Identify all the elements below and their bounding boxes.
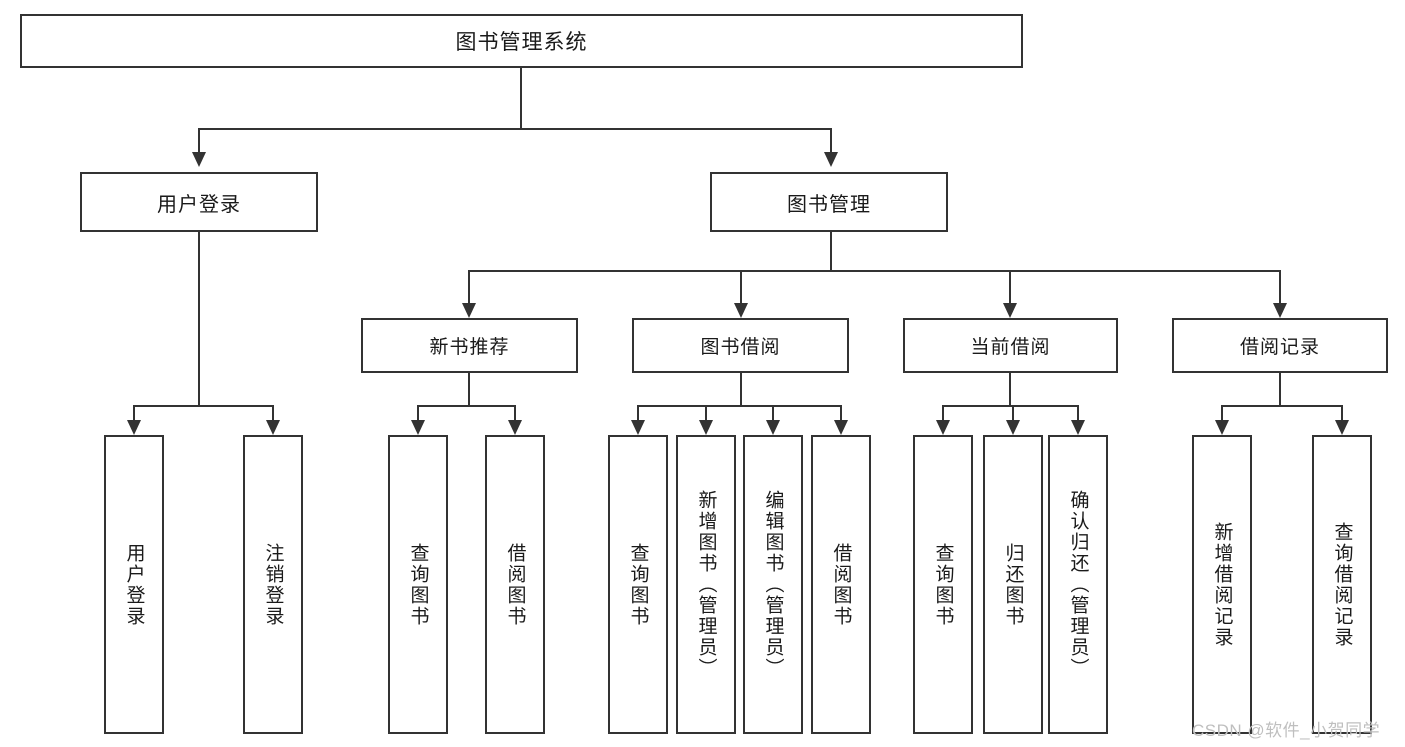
arrow-new-books-leaf-2 — [508, 420, 522, 435]
edge-book-borrow-drop-3 — [772, 405, 774, 420]
edge-book-borrow-stem — [740, 373, 742, 405]
node-borrow-records-label: 借阅记录 — [1239, 337, 1320, 358]
edge-new-books-bus — [417, 405, 515, 407]
edge-current-borrow-drop-2 — [1012, 405, 1014, 420]
edge-user-login-drop-2 — [272, 405, 274, 420]
arrow-book-borrow-leaf-4 — [834, 420, 848, 435]
arrow-root-to-book-manage — [824, 152, 838, 167]
arrow-book-borrow-leaf-1 — [631, 420, 645, 435]
csdn-watermark: CSDN @软件_小贺同学 — [1192, 721, 1381, 740]
arrow-bm-to-new-books — [462, 303, 476, 318]
leaf-node[interactable]: 查询图书 — [913, 435, 973, 734]
arrow-borrow-records-leaf-1 — [1215, 420, 1229, 435]
node-new-book-recommend-label: 新书推荐 — [429, 337, 510, 358]
edge-book-management-stem — [830, 232, 832, 270]
node-book-management-label: 图书管理 — [787, 193, 871, 216]
arrow-new-books-leaf-1 — [411, 420, 425, 435]
edge-current-borrow-drop-3 — [1077, 405, 1079, 420]
node-user-login[interactable]: 用户登录 — [80, 172, 318, 232]
arrow-bm-to-records — [1273, 303, 1287, 318]
node-new-book-recommend[interactable]: 新书推荐 — [361, 318, 578, 373]
arrow-bm-to-borrow — [734, 303, 748, 318]
leaf-node-label: 查询图书 — [627, 542, 649, 627]
leaf-node[interactable]: 新增图书（管理员） — [676, 435, 736, 734]
arrow-user-login-leaf-2 — [266, 420, 280, 435]
leaf-node[interactable]: 查询图书 — [608, 435, 668, 734]
edge-new-books-stem — [468, 373, 470, 405]
edge-bm-drop-records — [1279, 270, 1281, 303]
leaf-node-label: 借阅图书 — [830, 542, 852, 627]
leaf-node-label: 借阅图书 — [504, 542, 526, 627]
arrow-root-to-user-login — [192, 152, 206, 167]
node-book-management[interactable]: 图书管理 — [710, 172, 948, 232]
node-current-borrow-label: 当前借阅 — [970, 337, 1051, 358]
leaf-node[interactable]: 借阅图书 — [485, 435, 545, 734]
leaf-node-label: 用户登录 — [123, 542, 145, 627]
edge-book-management-bus — [468, 270, 1280, 272]
arrow-user-login-leaf-1 — [127, 420, 141, 435]
leaf-node-label: 查询图书 — [932, 542, 954, 627]
leaf-node-label: 注销登录 — [262, 542, 284, 627]
edge-root-to-book-manage — [830, 128, 832, 152]
edge-borrow-records-bus — [1221, 405, 1343, 407]
arrow-book-borrow-leaf-2 — [699, 420, 713, 435]
edge-root-bus — [198, 128, 832, 130]
leaf-node-label: 编辑图书（管理员） — [762, 490, 784, 679]
node-book-borrow[interactable]: 图书借阅 — [632, 318, 849, 373]
edge-root-to-user-login — [198, 128, 200, 152]
edge-bm-drop-current — [1009, 270, 1011, 303]
edge-user-login-stem — [198, 232, 200, 405]
leaf-node[interactable]: 用户登录 — [104, 435, 164, 734]
arrow-current-borrow-leaf-1 — [936, 420, 950, 435]
edge-book-borrow-drop-1 — [637, 405, 639, 420]
leaf-node[interactable]: 编辑图书（管理员） — [743, 435, 803, 734]
edge-root-stem — [520, 68, 522, 128]
leaf-node-label: 归还图书 — [1002, 542, 1024, 627]
edge-user-login-drop-1 — [133, 405, 135, 420]
leaf-node[interactable]: 归还图书 — [983, 435, 1043, 734]
edge-current-borrow-bus — [942, 405, 1079, 407]
node-root[interactable]: 图书管理系统 — [20, 14, 1023, 68]
node-borrow-records[interactable]: 借阅记录 — [1172, 318, 1388, 373]
leaf-node-label: 新增图书（管理员） — [695, 490, 717, 679]
edge-user-login-bus — [133, 405, 273, 407]
arrow-book-borrow-leaf-3 — [766, 420, 780, 435]
edge-new-books-drop-1 — [417, 405, 419, 420]
leaf-node-label: 查询图书 — [407, 542, 429, 627]
leaf-node-label: 新增借阅记录 — [1211, 521, 1233, 648]
leaf-node[interactable]: 查询借阅记录 — [1312, 435, 1372, 734]
arrow-current-borrow-leaf-2 — [1006, 420, 1020, 435]
edge-book-borrow-drop-4 — [840, 405, 842, 420]
edge-borrow-records-stem — [1279, 373, 1281, 405]
leaf-node[interactable]: 借阅图书 — [811, 435, 871, 734]
leaf-node[interactable]: 新增借阅记录 — [1192, 435, 1252, 734]
node-current-borrow[interactable]: 当前借阅 — [903, 318, 1118, 373]
arrow-borrow-records-leaf-2 — [1335, 420, 1349, 435]
edge-book-borrow-drop-2 — [705, 405, 707, 420]
arrow-current-borrow-leaf-3 — [1071, 420, 1085, 435]
leaf-node-label: 查询借阅记录 — [1331, 521, 1353, 648]
edge-bm-drop-borrow — [740, 270, 742, 303]
edge-bm-drop-new-books — [468, 270, 470, 303]
leaf-node[interactable]: 查询图书 — [388, 435, 448, 734]
node-user-login-label: 用户登录 — [157, 193, 241, 216]
node-root-label: 图书管理系统 — [455, 31, 588, 54]
edge-current-borrow-drop-1 — [942, 405, 944, 420]
leaf-node[interactable]: 确认归还（管理员） — [1048, 435, 1108, 734]
edge-borrow-records-drop-2 — [1341, 405, 1343, 420]
leaf-node[interactable]: 注销登录 — [243, 435, 303, 734]
arrow-bm-to-current — [1003, 303, 1017, 318]
node-book-borrow-label: 图书借阅 — [700, 337, 781, 358]
leaf-node-label: 确认归还（管理员） — [1067, 490, 1089, 679]
edge-book-borrow-bus — [637, 405, 842, 407]
edge-borrow-records-drop-1 — [1221, 405, 1223, 420]
edge-current-borrow-stem — [1009, 373, 1011, 405]
edge-new-books-drop-2 — [514, 405, 516, 420]
